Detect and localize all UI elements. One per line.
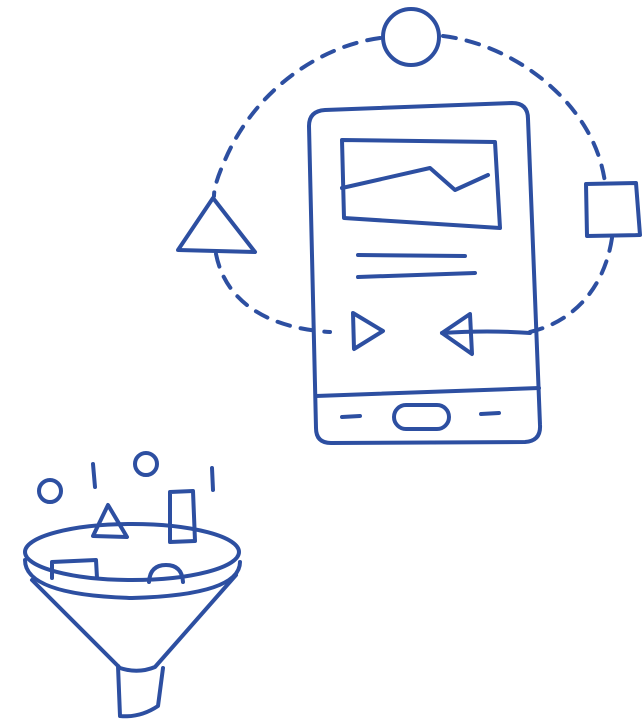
funnel-rim: [25, 524, 239, 580]
dashed-cycle-path: [214, 36, 612, 332]
dash-mark: [212, 468, 213, 490]
circle-icon: [383, 9, 439, 65]
text-line-1: [358, 255, 465, 256]
funnel-icon: [25, 524, 240, 716]
triangle-icon: [178, 198, 255, 252]
small-circle-icon: [39, 480, 61, 502]
text-line-2: [358, 273, 475, 277]
square-icon: [586, 183, 640, 236]
funnel-spout: [118, 666, 163, 716]
right-arrow-icon: [353, 313, 383, 349]
chart-line: [342, 168, 488, 190]
dash-mark: [93, 464, 95, 487]
phone-home-button: [394, 405, 449, 429]
phone-bottom-divider: [316, 388, 539, 396]
smartphone-icon: [309, 103, 540, 443]
phone-right-button: [481, 413, 499, 414]
small-triangle-icon: [93, 505, 127, 537]
phone-left-button: [342, 416, 360, 417]
small-circle-icon: [135, 453, 157, 475]
small-rectangle-icon: [170, 491, 195, 542]
left-arrow-tail: [442, 332, 530, 334]
